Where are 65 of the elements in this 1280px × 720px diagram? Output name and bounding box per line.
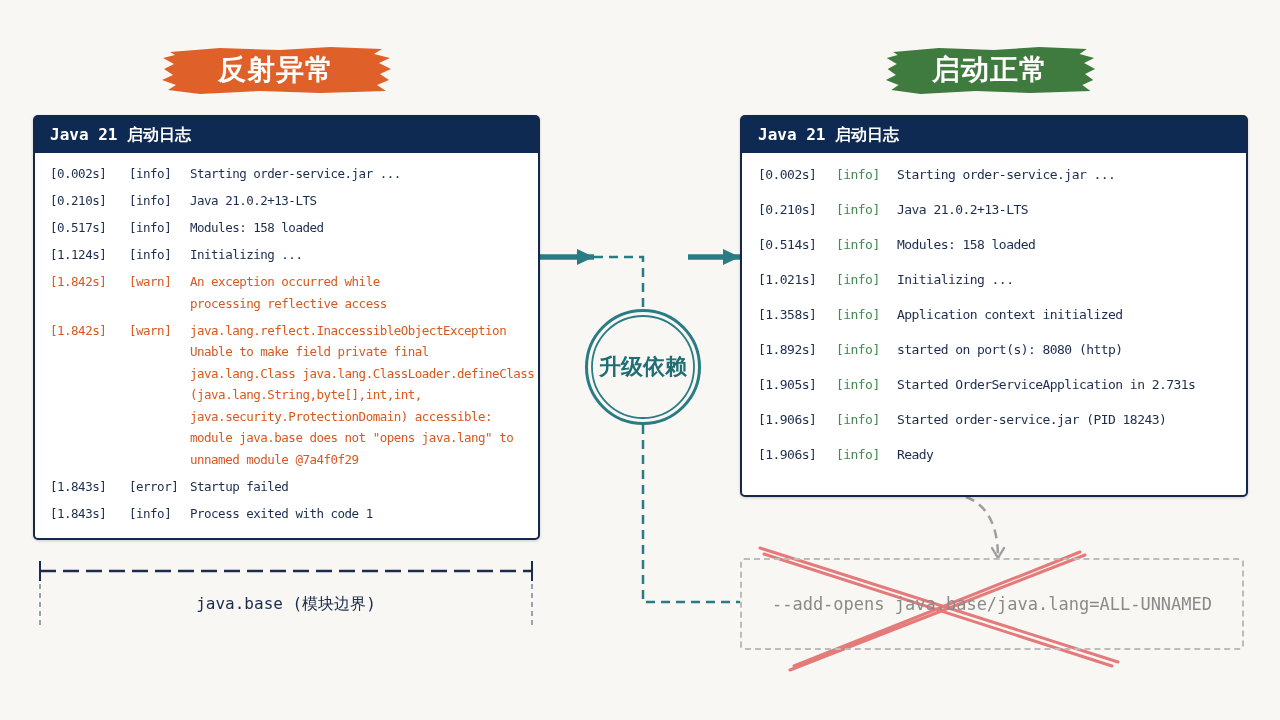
arrow (688, 249, 740, 265)
timestamp: [1.892s] (758, 340, 817, 359)
log-message: Java 21.0.2+13-LTS (190, 192, 317, 211)
dashed-box (740, 558, 1244, 650)
log-level: [info] (836, 235, 880, 254)
log-level: [info] (129, 504, 172, 523)
dashed-connector (594, 255, 645, 309)
timestamp: [1.843s] (50, 504, 107, 523)
log-level: [warn] (129, 321, 172, 340)
log-message: Modules: 158 loaded (190, 219, 324, 238)
log-message: Process exited with code 1 (190, 504, 373, 523)
log-level: [info] (836, 410, 880, 429)
timestamp: [0.002s] (758, 165, 817, 184)
timestamp: [1.358s] (758, 305, 817, 324)
timestamp: [1.842s] (50, 321, 107, 340)
log-message: An exception occurred while processing reflective access (190, 273, 388, 313)
log-level: [info] (129, 246, 172, 265)
window-title: Java 21 启动日志 (50, 124, 192, 146)
dashed-arrow (965, 495, 1005, 560)
stamp-label: 升级依赖 (599, 353, 687, 381)
log-message: java.lang.reflect.InaccessibleObjectException Unable to make field private final java.lang.Class java.lang.ClassLoader.defineClass (java.lang.String,byte[],int,int, java.security.ProtectionDomain) accessible: module java.base does not "opens java.lang" to unnamed module @7a4f0f29 (190, 321, 536, 469)
timestamp: [0.514s] (758, 235, 817, 254)
log-level: [info] (836, 200, 880, 219)
banner-heading: 反射异常 (218, 53, 334, 87)
log-message: Starting order-service.jar ... (190, 165, 401, 184)
log-message: Initializing ... (190, 246, 303, 265)
log-level: [info] (129, 219, 172, 238)
log-level: [info] (836, 270, 880, 289)
log-level: [error] (129, 477, 179, 496)
log-level: [info] (836, 340, 880, 359)
timestamp: [1.124s] (50, 246, 107, 265)
log-level: [warn] (129, 273, 172, 292)
bracket-label: java.base (模块边界) (196, 594, 376, 613)
log-message: Started OrderServiceApplication in 2.731s (897, 375, 1196, 394)
timestamp: [0.210s] (50, 192, 107, 211)
log-message: Modules: 158 loaded (897, 235, 1036, 254)
log-window (740, 115, 1248, 497)
log-message: Startup failed (190, 477, 289, 496)
timestamp: [1.842s] (50, 273, 107, 292)
timestamp: [0.210s] (758, 200, 817, 219)
log-message: Application context initialized (897, 305, 1123, 324)
log-level: [info] (836, 165, 880, 184)
timestamp: [1.906s] (758, 410, 817, 429)
log-window (33, 115, 540, 540)
timestamp: [1.843s] (50, 477, 107, 496)
timestamp: [1.905s] (758, 375, 817, 394)
timestamp: [0.002s] (50, 165, 107, 184)
timestamp: [1.906s] (758, 445, 817, 464)
log-message: started on port(s): 8080 (http) (897, 340, 1123, 359)
window-title: Java 21 启动日志 (758, 124, 900, 146)
log-message: Ready (897, 445, 934, 464)
log-level: [info] (129, 192, 172, 211)
log-level: [info] (836, 375, 880, 394)
log-message: Starting order-service.jar ... (897, 165, 1116, 184)
banner-heading: 启动正常 (932, 53, 1048, 87)
log-level: [info] (836, 305, 880, 324)
timestamp: [0.517s] (50, 219, 107, 238)
log-level: [info] (129, 165, 172, 184)
log-message: Initializing ... (897, 270, 1014, 289)
dashed-connector (641, 425, 740, 604)
log-level: [info] (836, 445, 880, 464)
log-message: Java 21.0.2+13-LTS (897, 200, 1028, 219)
arrow (540, 249, 594, 265)
log-message: Started order-service.jar (PID 18243) (897, 410, 1167, 429)
timestamp: [1.021s] (758, 270, 817, 289)
